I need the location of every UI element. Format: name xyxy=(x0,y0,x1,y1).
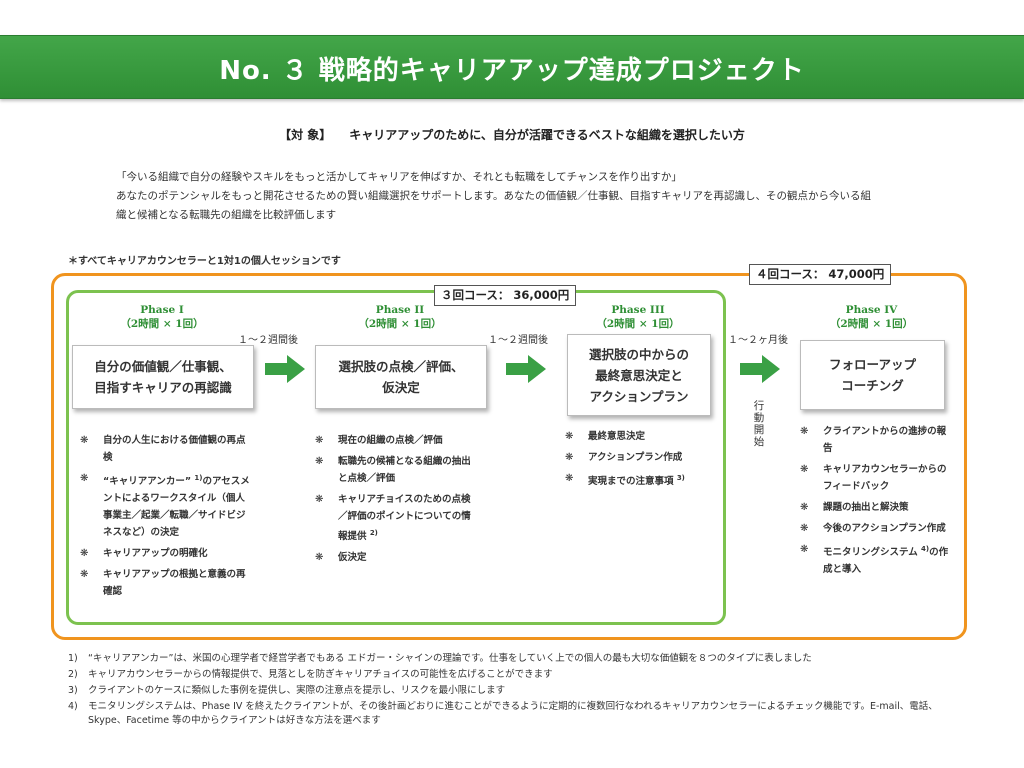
footnotes: 1)“キャリアアンカー”は、米国の心理学者で経営学者でもある エドガー・シャイン… xyxy=(68,652,948,730)
phase-1-name: Phase I xyxy=(140,304,184,316)
phase-3-header: Phase III （2時間 × 1回） xyxy=(567,303,709,331)
list-item: ❋実現までの注意事項 3) xyxy=(565,470,715,490)
phase-4-duration: （2時間 × 1回） xyxy=(829,318,914,330)
list-item: ❋現在の組織の点検／評価 xyxy=(315,432,480,449)
footnote-ref: 3) xyxy=(676,474,685,482)
intro-line-2: あなたのポテンシャルをもっと開花させるための賢い組織選択をサポートします。あなた… xyxy=(116,190,871,202)
four-session-course-frame xyxy=(51,273,967,640)
phase-3-duration: （2時間 × 1回） xyxy=(596,318,680,330)
list-item: ❋モニタリングシステム 4)の作成と導入 xyxy=(800,541,950,578)
action-start-label: 行動開始 xyxy=(753,400,765,448)
phase-1-header: Phase I （2時間 × 1回） xyxy=(72,303,252,331)
course4-price: ４回コース： 47,000円 xyxy=(749,264,892,285)
list-item: ❋今後のアクションプラン作成 xyxy=(800,520,950,537)
phase-4-box: フォローアップ コーチング xyxy=(800,340,945,410)
phase-4-list: ❋クライアントからの進捗の報告 ❋キャリアカウンセラーからのフィードバック ❋課… xyxy=(800,423,950,582)
target-line: 【対 象】 キャリアアップのために、自分が活躍できるベストな組織を選択したい方 xyxy=(0,126,1024,143)
bullet-icon: ❋ xyxy=(80,435,89,446)
bullet-icon: ❋ xyxy=(565,473,574,484)
list-item: ❋仮決定 xyxy=(315,549,480,566)
list-item: ❋キャリアカウンセラーからのフィードバック xyxy=(800,461,950,495)
phase-1-duration: （2時間 × 1回） xyxy=(120,318,204,330)
right-arrow-icon xyxy=(740,355,780,383)
footnote-4: 4)モニタリングシステムは、Phase IV を終えたクライアントが、その後計画… xyxy=(68,701,938,726)
bullet-icon: ❋ xyxy=(800,523,809,534)
list-item: ❋最終意思決定 xyxy=(565,428,715,445)
intro-paragraph: 「今いる組織で自分の経験やスキルをもっと活かしてキャリアを伸ばすか、それとも転職… xyxy=(116,168,916,225)
bullet-icon: ❋ xyxy=(565,431,574,442)
list-item: ❋クライアントからの進捗の報告 xyxy=(800,423,950,457)
phase-4-name: Phase IV xyxy=(845,304,898,316)
footnote-ref: 2) xyxy=(369,529,378,537)
interval-label-2: １～２週間後 xyxy=(488,335,548,346)
target-text: キャリアアップのために、自分が活躍できるベストな組織を選択したい方 xyxy=(349,128,745,142)
phase-1-box: 自分の価値観／仕事観、 目指すキャリアの再認識 xyxy=(72,345,254,409)
target-label: 【対 象】 xyxy=(279,128,332,142)
page-title: No. ３ 戦略的キャリアアップ達成プロジェクト xyxy=(219,56,805,86)
phase-3-box: 選択肢の中からの 最終意思決定と アクションプラン xyxy=(567,334,711,416)
bullet-icon: ❋ xyxy=(315,435,324,446)
title-banner: No. ３ 戦略的キャリアアップ達成プロジェクト xyxy=(0,35,1024,99)
footnote-3: 3)クライアントのケースに類似した事例を提供し、実際の注意点を提示し、リスクを最… xyxy=(68,685,506,696)
intro-line-1: 「今いる組織で自分の経験やスキルをもっと活かしてキャリアを伸ばすか、それとも転職… xyxy=(116,171,682,183)
phase-1-list: ❋自分の人生における価値観の再点検 ❋“キャリアアンカー” 1)のアセスメントに… xyxy=(80,432,250,604)
bullet-icon: ❋ xyxy=(800,464,809,475)
bullet-icon: ❋ xyxy=(565,452,574,463)
footnote-1: 1)“キャリアアンカー”は、米国の心理学者で経営学者でもある エドガー・シャイン… xyxy=(68,653,812,664)
footnote-ref: 4) xyxy=(921,545,930,553)
list-item: ❋キャリアアップの根拠と意義の再確認 xyxy=(80,566,250,600)
list-item: ❋自分の人生における価値観の再点検 xyxy=(80,432,250,466)
session-note: ＊すべてキャリアカウンセラーと1対1の個人セッションです xyxy=(68,256,341,267)
interval-label-3: １～２ヶ月後 xyxy=(728,335,788,346)
interval-label-1: １～２週間後 xyxy=(238,335,298,346)
phase-2-list: ❋現在の組織の点検／評価 ❋転職先の候補となる組織の抽出と点検／評価 ❋キャリア… xyxy=(315,432,480,570)
intro-line-3: 織と候補となる転職先の組織を比較評価します xyxy=(116,209,337,221)
list-item: ❋キャリアアップの明確化 xyxy=(80,545,250,562)
right-arrow-icon xyxy=(265,355,305,383)
bullet-icon: ❋ xyxy=(80,569,89,581)
list-item: ❋アクションプラン作成 xyxy=(565,449,715,466)
phase-2-header: Phase II （2時間 × 1回） xyxy=(315,303,485,331)
phase-4-header: Phase IV （2時間 × 1回） xyxy=(800,303,943,331)
list-item: ❋課題の抽出と解決策 xyxy=(800,499,950,516)
bullet-icon: ❋ xyxy=(80,548,89,560)
footnote-2: 2)キャリアカウンセラーからの情報提供で、見落としを防ぎキャリアチョイスの可能性… xyxy=(68,669,553,680)
list-item: ❋キャリアチョイスのための点検／評価のポイントについての情報提供 2) xyxy=(315,491,480,545)
bullet-icon: ❋ xyxy=(800,544,809,555)
bullet-icon: ❋ xyxy=(315,494,324,505)
bullet-icon: ❋ xyxy=(800,426,809,437)
phase-3-list: ❋最終意思決定 ❋アクションプラン作成 ❋実現までの注意事項 3) xyxy=(565,428,715,494)
right-arrow-icon xyxy=(506,355,546,383)
bullet-icon: ❋ xyxy=(315,552,324,564)
bullet-icon: ❋ xyxy=(800,502,809,513)
phase-2-box: 選択肢の点検／評価、 仮決定 xyxy=(315,345,487,409)
phase-2-duration: （2時間 × 1回） xyxy=(358,318,442,330)
course3-price: ３回コース： 36,000円 xyxy=(434,285,577,306)
list-item: ❋転職先の候補となる組織の抽出と点検／評価 xyxy=(315,453,480,487)
bullet-icon: ❋ xyxy=(315,456,324,467)
phase-2-name: Phase II xyxy=(375,304,425,316)
three-session-course-frame xyxy=(66,290,726,625)
bullet-icon: ❋ xyxy=(80,473,89,484)
phase-3-name: Phase III xyxy=(611,304,665,316)
list-item: ❋“キャリアアンカー” 1)のアセスメントによるワークスタイル（個人事業主／起業… xyxy=(80,470,250,541)
footnote-ref: 1) xyxy=(194,474,203,482)
